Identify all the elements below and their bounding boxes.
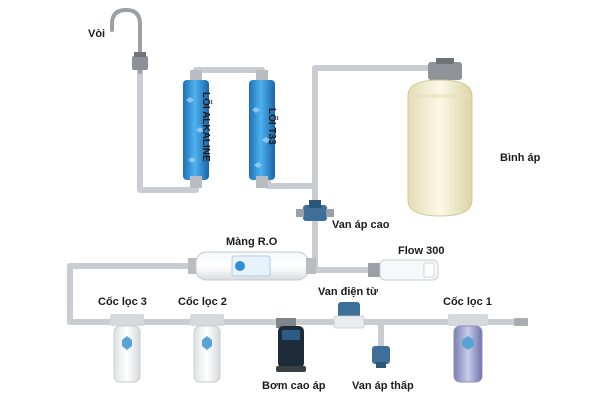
filter-cup-2 xyxy=(190,314,224,383)
label-solenoid: Van điện từ xyxy=(318,286,378,298)
filter-cup-3 xyxy=(110,314,144,383)
pipe-left-riser xyxy=(67,263,198,325)
label-low-valve: Van áp thấp xyxy=(352,380,414,392)
flow-restrictor xyxy=(368,259,439,281)
label-high-valve: Van áp cao xyxy=(332,219,390,231)
alkaline-cartridge xyxy=(183,70,209,188)
label-alkaline: LÕI ALKALINE xyxy=(200,92,211,162)
label-cup3: Cốc lọc 3 xyxy=(98,296,147,308)
label-t33: LÕI T33 xyxy=(266,108,277,145)
label-tank: Bình áp xyxy=(500,152,541,164)
low-pressure-valve xyxy=(372,322,390,368)
pipe-top-cross xyxy=(193,67,265,79)
label-cup1: Cốc lọc 1 xyxy=(443,296,492,308)
label-faucet: Vòi xyxy=(88,28,106,40)
label-flow: Flow 300 xyxy=(398,245,445,257)
label-pump: Bơm cao áp xyxy=(262,380,326,392)
pipe-t33-in xyxy=(265,173,318,189)
label-ro-membrane: Màng R.O xyxy=(226,236,278,248)
booster-pump xyxy=(276,318,306,372)
solenoid-valve xyxy=(333,302,365,329)
high-pressure-valve xyxy=(296,200,334,221)
label-cup2: Cốc lọc 2 xyxy=(178,296,227,308)
pipe-to-tank xyxy=(312,65,443,269)
inlet-fitting xyxy=(514,318,528,326)
ro-membrane xyxy=(188,251,316,281)
filter-cup-1 xyxy=(448,314,488,383)
faucet xyxy=(110,7,148,74)
pressure-tank xyxy=(407,58,473,217)
t33-cartridge xyxy=(249,70,275,188)
